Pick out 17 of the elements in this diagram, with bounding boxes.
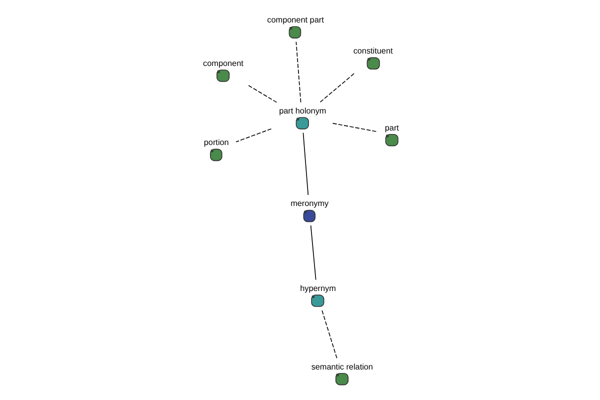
node-label: hypernym: [300, 284, 336, 293]
connector: [321, 310, 337, 359]
node-label: component part: [266, 16, 324, 25]
node-label: component: [202, 58, 243, 68]
connector: [235, 128, 272, 142]
connector: [319, 72, 355, 103]
node-label: part: [384, 123, 398, 132]
node-label: part holonym: [278, 106, 326, 116]
connector: [310, 225, 316, 280]
connector: [295, 42, 301, 103]
node-label: portion: [203, 138, 228, 148]
node-label: meronymy: [290, 199, 328, 208]
connector: [247, 84, 277, 103]
node-label: constituent: [352, 46, 392, 56]
connector: [302, 132, 308, 196]
connector: [332, 122, 377, 132]
node-label: semantic relation: [310, 362, 372, 372]
